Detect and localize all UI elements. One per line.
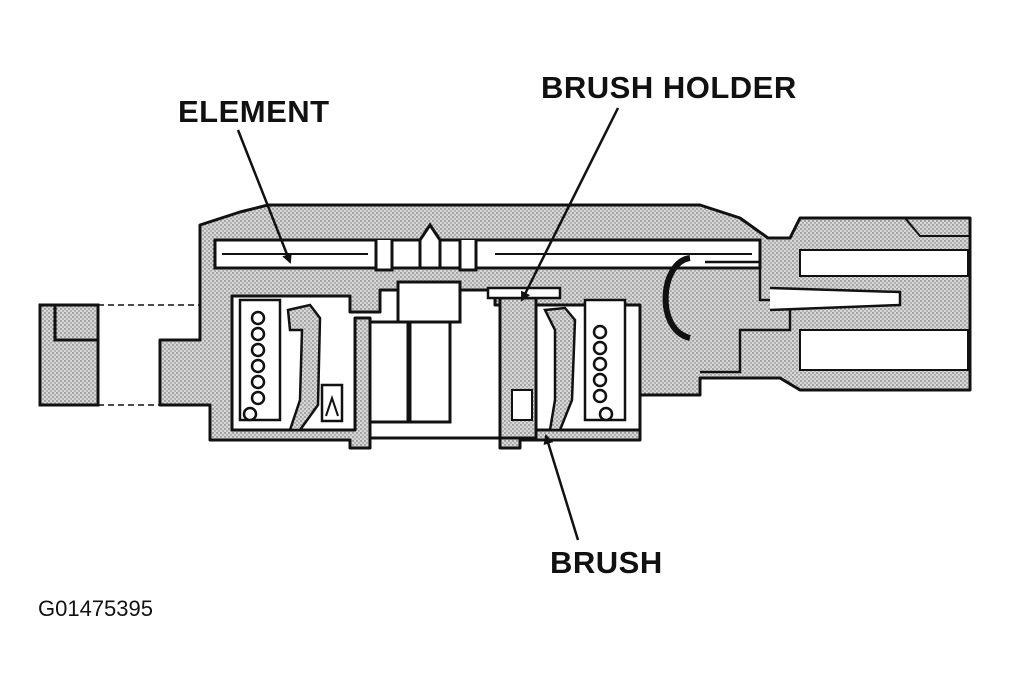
brush-label: BRUSH: [550, 545, 663, 580]
right-spring: [543, 298, 627, 432]
brush-holder-label: BRUSH HOLDER: [541, 70, 797, 105]
callout-leaders: [236, 107, 620, 541]
element-label: ELEMENT: [178, 94, 330, 129]
right-connector: [662, 217, 970, 374]
brush-holder-part: [486, 286, 562, 440]
left-connector-tab: [38, 303, 200, 407]
resistive-element: [213, 238, 762, 270]
figure-id: G01475395: [38, 596, 153, 621]
left-spring: [238, 298, 344, 432]
